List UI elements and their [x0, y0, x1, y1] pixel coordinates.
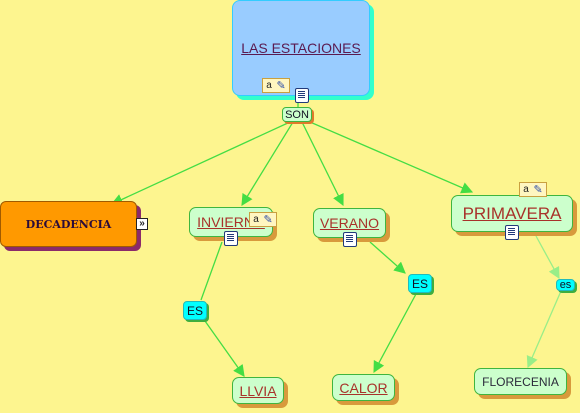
line-es-calor: [373, 293, 417, 374]
annotation-icon[interactable]: a✎: [519, 182, 547, 197]
concept-las-estaciones[interactable]: LAS ESTACIONES: [232, 0, 370, 96]
link-label-son: SON: [282, 107, 312, 122]
concept-label: INVIERNO: [197, 214, 265, 230]
line-es-llvia: [204, 320, 245, 377]
line-es-florecenia: [526, 290, 562, 369]
link-text: es: [559, 279, 572, 291]
line-son-verano: [301, 121, 344, 207]
link-text: ES: [411, 276, 428, 291]
link-label-es-verano: ES: [408, 274, 432, 293]
concept-calor[interactable]: CALOR: [332, 374, 395, 401]
concept-label: VERANO: [319, 215, 380, 231]
document-icon[interactable]: [224, 231, 238, 246]
link-label-es-invierno: ES: [183, 301, 207, 320]
link-label-es-primavera: es: [556, 279, 575, 291]
annotation-letter: a: [523, 184, 529, 195]
document-icon[interactable]: [295, 88, 309, 103]
concept-label: DECADENCIA: [25, 217, 112, 231]
concept-decadencia[interactable]: DECADENCIA: [0, 201, 137, 247]
line-son-decadencia: [110, 121, 291, 205]
annotation-icon[interactable]: a✎: [262, 78, 290, 93]
concept-florecenia[interactable]: FLORECENIA: [474, 368, 567, 395]
line-primavera-es: [535, 235, 560, 280]
concept-label: LLVIA: [239, 382, 277, 399]
link-text: SON: [285, 108, 309, 121]
concept-label: CALOR: [339, 379, 388, 396]
line-son-invierno: [241, 121, 294, 206]
line-verano-es: [369, 241, 406, 274]
concept-label: PRIMAVERA: [462, 203, 562, 223]
annotation-letter: a: [253, 214, 259, 225]
annotation-letter: a: [266, 80, 272, 91]
concept-label: FLORECENIA: [482, 374, 559, 389]
pencil-icon: ✎: [276, 80, 286, 92]
link-text: ES: [186, 303, 203, 318]
pencil-icon: ✎: [263, 214, 273, 226]
expand-arrow-icon[interactable]: »: [136, 218, 148, 230]
line-invierno-es: [200, 241, 223, 301]
concept-llvia[interactable]: LLVIA: [232, 377, 284, 404]
concept-label: LAS ESTACIONES: [241, 40, 361, 56]
document-icon[interactable]: [343, 232, 357, 247]
line-son-primavera: [309, 121, 474, 194]
document-icon[interactable]: [505, 225, 519, 240]
annotation-icon[interactable]: a✎: [249, 212, 277, 227]
pencil-icon: ✎: [533, 184, 543, 196]
